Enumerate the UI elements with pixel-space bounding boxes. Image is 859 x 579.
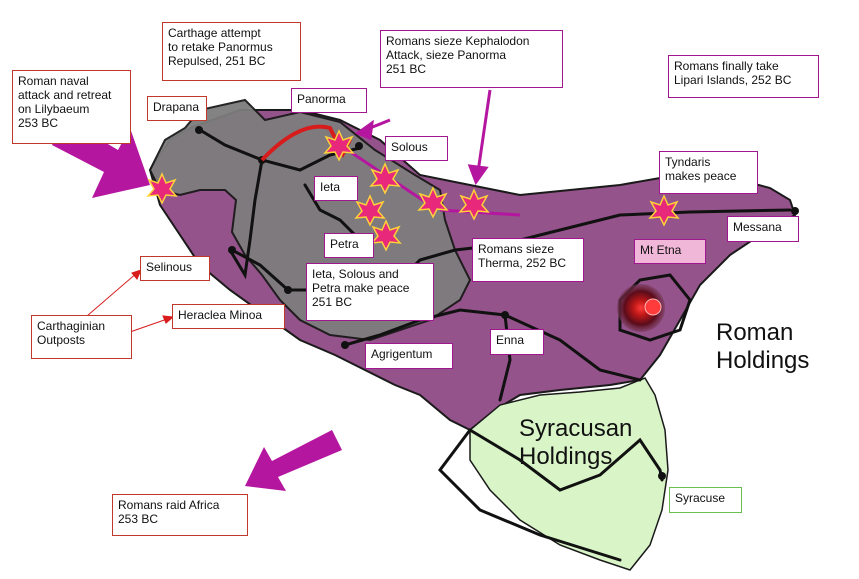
tyndaris-note: Tyndaris makes peace	[659, 151, 758, 194]
carthage-retake-arrow	[260, 124, 344, 162]
place-solous: Solous	[385, 136, 448, 161]
roman-holdings-label: Roman Holdings	[716, 319, 810, 374]
mt-etna-core	[644, 298, 662, 316]
syracusan-holdings-label: Syracusan Holdings	[519, 415, 633, 470]
naval-attack-note: Roman naval attack and retreat on Lilyba…	[12, 70, 131, 144]
place-messana: Messana	[727, 216, 799, 242]
place-ieta: Ieta	[314, 176, 358, 201]
mt-etna-crater	[617, 284, 665, 332]
lipari-note: Romans finally take Lipari Islands, 252 …	[668, 55, 819, 98]
town-dots	[195, 126, 799, 480]
outpost-pointers	[79, 269, 175, 333]
place-petra: Petra	[324, 233, 374, 258]
kephalodon-note: Romans sieze Kephalodon Attack, sieze Pa…	[380, 30, 563, 88]
place-enna: Enna	[490, 329, 544, 355]
place-mt-etna: Mt Etna	[634, 239, 706, 264]
place-selinous: Selinous	[140, 256, 210, 281]
place-heraclea-minoa: Heraclea Minoa	[172, 304, 285, 329]
raid-africa-arrow	[245, 430, 342, 491]
outposts-note: Carthaginian Outposts	[31, 315, 132, 359]
place-drapana: Drapana	[147, 96, 207, 121]
place-panorma: Panorma	[291, 88, 367, 113]
place-agrigentum: Agrigentum	[365, 343, 453, 369]
battle-bursts	[146, 129, 680, 252]
peace-note: Ieta, Solous and Petra make peace 251 BC	[306, 263, 434, 321]
place-syracuse: Syracuse	[669, 487, 742, 513]
carthage-attempt-note: Carthage attempt to retake Panormus Repu…	[162, 22, 301, 81]
raid-africa-note: Romans raid Africa 253 BC	[112, 494, 248, 536]
therma-note: Romans sieze Therma, 252 BC	[472, 238, 584, 282]
syracusan-holdings-region	[469, 377, 669, 571]
